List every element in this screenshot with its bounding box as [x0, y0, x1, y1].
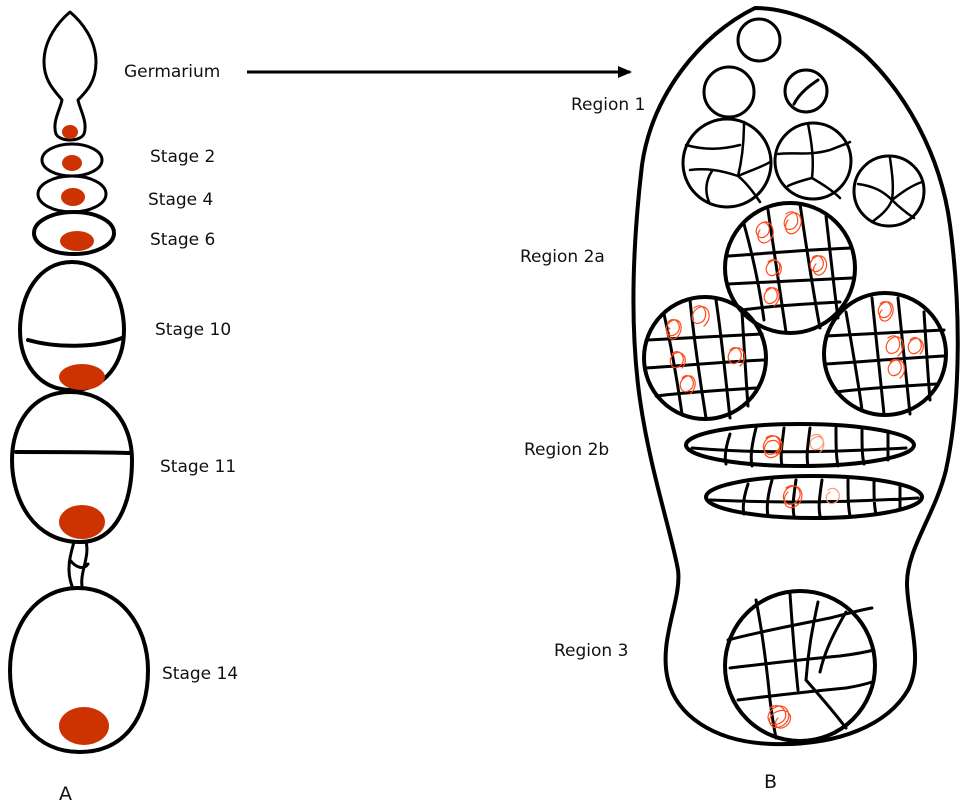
region-1-cells	[683, 19, 924, 226]
label-stage-2: Stage 2	[150, 147, 215, 167]
cyst-region-2b	[706, 476, 922, 518]
oocyte-stage-11	[59, 505, 105, 539]
oocyte-stage-6	[60, 231, 94, 251]
cyst-fusome	[728, 594, 874, 738]
chromatin-scribbles	[783, 486, 839, 508]
interfollicular-stalk	[69, 542, 88, 586]
label-germarium: Germarium	[124, 62, 220, 82]
cyst-region-1	[854, 156, 924, 226]
label-stage-14: Stage 14	[162, 664, 238, 684]
label-region-1: Region 1	[571, 95, 645, 115]
region-2b-cysts	[686, 424, 922, 518]
cyst-fusome	[686, 122, 770, 204]
label-stage-10: Stage 10	[155, 320, 231, 340]
stage-11-border	[16, 452, 130, 453]
chromatin-scribbles	[756, 212, 826, 306]
oocyte-stage-14	[59, 707, 109, 745]
label-stage-6: Stage 6	[150, 230, 215, 250]
panel-letter-b: B	[764, 771, 777, 793]
cyst-region-1	[683, 119, 771, 207]
cystoblast-division	[794, 80, 818, 104]
oocyte-stage-10	[59, 364, 105, 390]
germarium-enlarged-outline	[633, 8, 957, 744]
label-region-3: Region 3	[554, 641, 628, 661]
cyst-region-2b	[686, 424, 914, 466]
stage-10-border	[28, 338, 122, 346]
panel-letter-a: A	[59, 783, 72, 805]
germarium-outline	[44, 12, 96, 140]
label-stage-11: Stage 11	[160, 457, 236, 477]
oocyte-germarium	[62, 125, 78, 139]
region-3-cyst	[725, 591, 875, 741]
germarium-panel-b: Region 1 Region 2a Region 2b Region 3 B	[520, 8, 958, 793]
oocyte-stage-2	[62, 155, 82, 171]
label-region-2b: Region 2b	[524, 440, 609, 460]
cyst-fusome	[858, 158, 922, 222]
region-2a-cysts	[644, 203, 946, 419]
germline-stem-cell	[704, 67, 754, 117]
oocyte-stage-4	[61, 188, 85, 206]
germline-stem-cell	[738, 19, 780, 61]
chromatin-scribbles	[763, 434, 823, 457]
label-region-2a: Region 2a	[520, 247, 605, 267]
label-stage-4: Stage 4	[148, 190, 213, 210]
ovariole-panel-a: Germarium Stage 2 Stage 4 Stage 6 Stage …	[10, 12, 238, 805]
